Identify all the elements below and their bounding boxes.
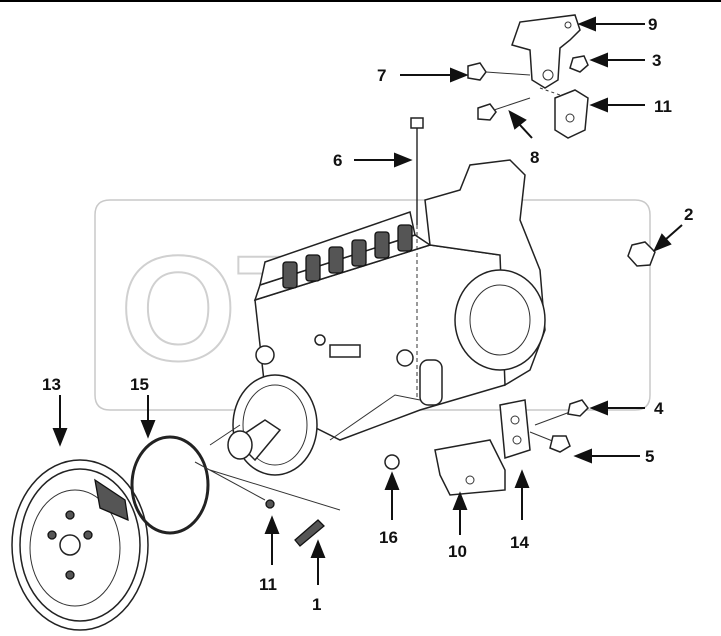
bracket-part-9 [511,14,581,89]
plate-part-14 [499,399,531,459]
bolt-part-5 [529,431,571,453]
bolt-part-6 [410,117,424,400]
nut-part-16 [384,454,400,470]
gear-part-13 [11,459,149,631]
callout-3: 3 [652,51,661,70]
callout-10: 10 [448,542,467,561]
injection-pump-body [227,159,546,476]
leader-lines-shaft [194,424,341,511]
bracket-part-10 [434,439,506,496]
nut-part-3 [569,55,589,73]
callout-9: 9 [648,15,657,34]
callout-14: 14 [510,533,529,552]
callout-labels: 9 3 7 11 8 6 2 4 5 13 15 16 10 14 11 1 [42,15,693,614]
callout-8: 8 [530,148,539,167]
callout-5: 5 [645,447,654,466]
callout-16: 16 [379,528,398,547]
nut-part-11 [265,499,275,509]
callout-13: 13 [42,375,61,394]
bolt-part-4 [534,399,589,426]
stud-part-1 [294,519,325,547]
callout-2: 2 [684,205,693,224]
o-ring-part-15 [130,435,210,535]
callout-4: 4 [654,399,664,418]
bolt-part-8 [477,97,531,121]
callout-11: 11 [259,575,277,594]
callout-7: 7 [377,66,386,85]
callout-15: 15 [130,375,149,394]
callout-1: 1 [312,595,321,614]
nut-part-2 [627,241,656,267]
callout-6: 6 [333,151,342,170]
bolt-part-7 [467,62,531,81]
injector-outlets [282,224,413,289]
callout-12: 11 [654,97,672,116]
arrows [52,16,683,585]
